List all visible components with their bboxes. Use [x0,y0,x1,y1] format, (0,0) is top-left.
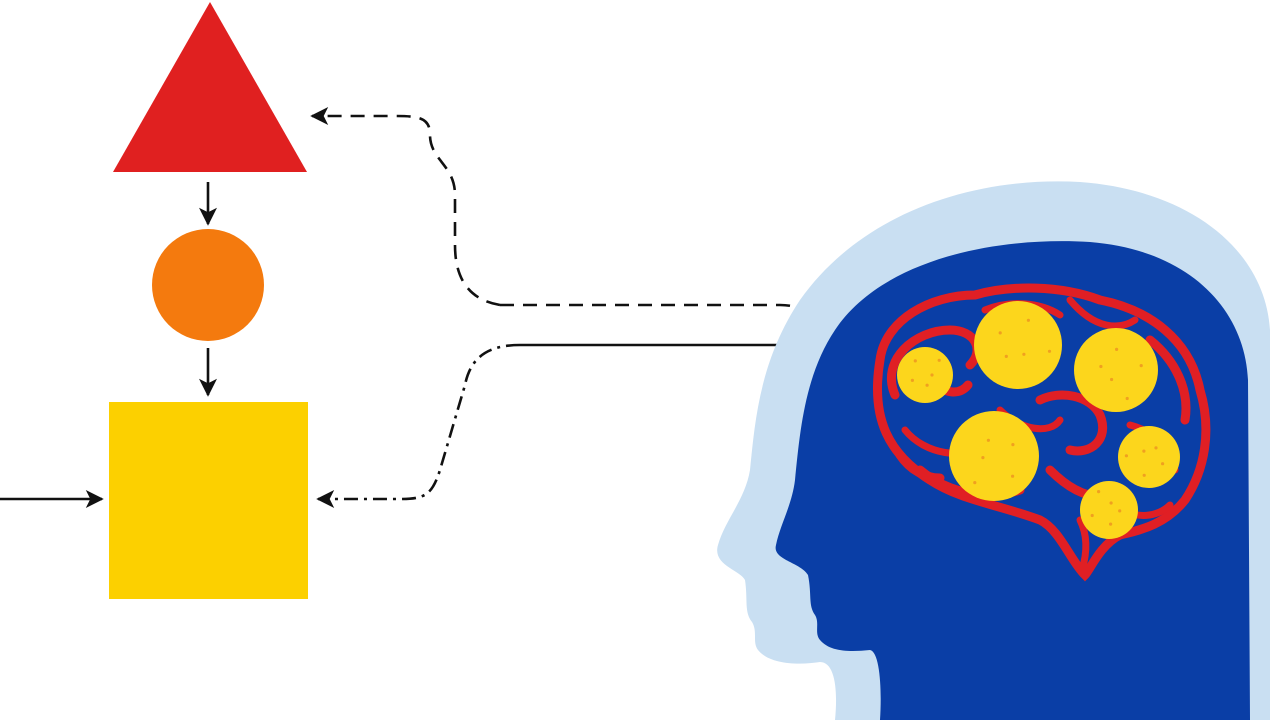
brain-node [1074,328,1158,412]
node-speckle [1090,513,1094,518]
brain-node [974,301,1062,389]
brain-nodes [897,301,1180,539]
node-speckle [1097,490,1101,494]
node-speckle [925,383,929,387]
brain-fold [1145,335,1191,425]
node-speckle [1004,354,1008,358]
node-speckle [1011,474,1015,478]
node-speckle [1124,454,1128,458]
node-speckle [937,358,941,362]
node-speckle [973,481,977,485]
dashdot-arrow-to-square [316,343,521,508]
node-speckle [981,456,985,460]
node-speckle [1125,396,1129,401]
node-speckle [1109,501,1113,505]
node-speckle [1154,446,1158,450]
node-speckle [1022,352,1026,356]
node-speckle [1142,449,1146,453]
brain-fold [1035,390,1108,456]
node-speckle [1047,349,1052,353]
node-speckle [930,373,934,377]
brain-fold [1076,516,1090,574]
node-speckle [1115,347,1119,351]
node-speckle [1161,462,1165,466]
brain-node [949,411,1039,501]
node-speckle [1011,443,1015,447]
node-speckle [913,359,917,363]
brain-node [897,347,953,403]
brain-node [1118,426,1180,488]
node-speckle [986,438,991,442]
node-speckle [998,331,1002,335]
node-speckle [1118,509,1122,513]
dashed-arrow-to-triangle [310,107,501,307]
brain-node [1080,481,1138,539]
yellow-square [109,402,308,599]
head-illustration [717,181,1270,720]
node-speckle [1139,364,1143,368]
node-speckle [1110,377,1114,382]
orange-circle [152,229,264,341]
red-triangle [113,2,307,172]
node-speckle [910,378,915,382]
node-speckle [1026,318,1030,322]
node-speckle [1099,364,1103,369]
brain-fold [895,450,945,483]
node-speckle [1142,473,1146,477]
brain-fold [1066,296,1139,330]
node-speckle [1109,522,1113,526]
